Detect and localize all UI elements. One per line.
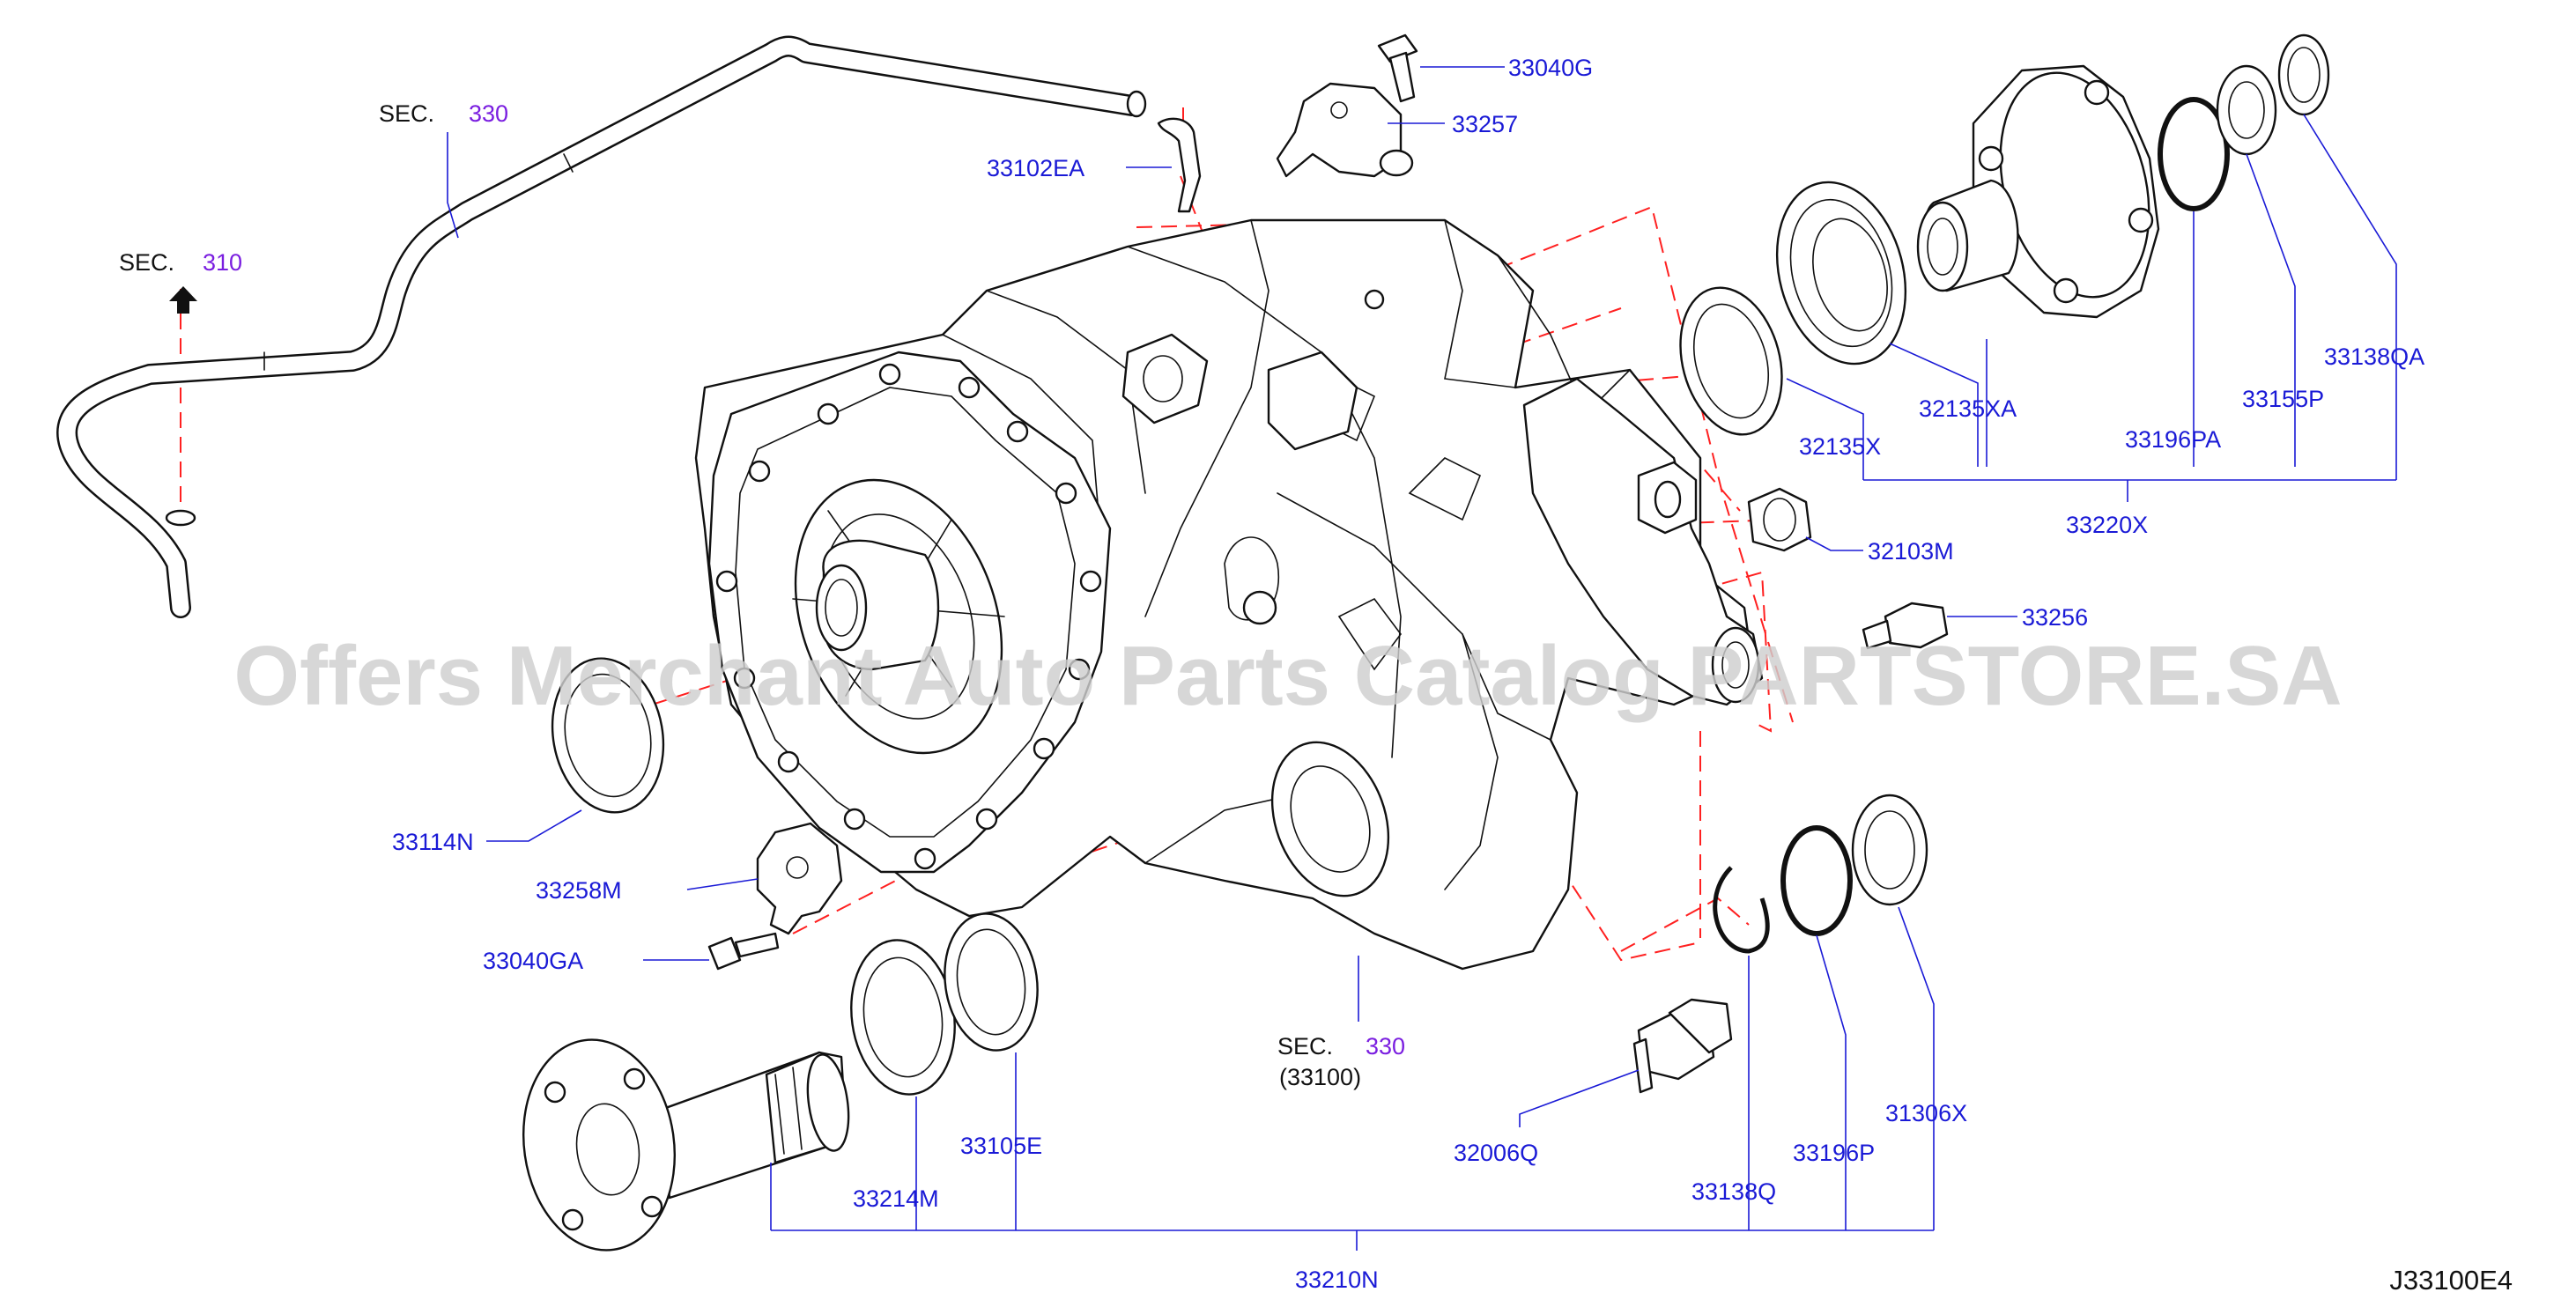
part-label-33214M[interactable]: 33214M — [853, 1185, 939, 1212]
sensor-bracket-side — [756, 822, 843, 935]
part-label-33105E[interactable]: 33105E — [960, 1133, 1042, 1159]
plug — [1747, 487, 1812, 552]
part-leader-lines — [447, 66, 2397, 1251]
part-label-33114N[interactable]: 33114N — [392, 829, 474, 855]
watermark: Offers Merchant Auto Parts Catalog PARTS… — [233, 629, 2342, 723]
diagram-code: J33100E4 — [2389, 1265, 2513, 1296]
section-number: 330 — [1366, 1033, 1405, 1060]
front-oil-seal — [551, 657, 665, 814]
section-prefix: SEC. — [379, 100, 434, 127]
part-label-31306X[interactable]: 31306X — [1885, 1100, 1967, 1126]
section-ref-310[interactable]: SEC. 310 — [119, 249, 242, 314]
section-subref: (33100) — [1279, 1064, 1361, 1090]
part-label-33196P[interactable]: 33196P — [1793, 1140, 1875, 1166]
switch-connector — [1632, 998, 1733, 1094]
sensor-bracket-top — [1276, 82, 1414, 178]
snap-ring-rear — [2277, 33, 2330, 116]
bolt-top — [1377, 33, 1418, 103]
part-label-33256[interactable]: 33256 — [2022, 604, 2088, 631]
front-seal — [944, 912, 1039, 1052]
part-label-33155P[interactable]: 33155P — [2242, 386, 2324, 412]
part-label-32135X[interactable]: 32135X — [1799, 433, 1881, 460]
front-flange — [522, 1038, 850, 1252]
snap-ring-front — [1713, 866, 1770, 954]
rear-bearing — [1775, 181, 1907, 366]
part-label-33196PA[interactable]: 33196PA — [2125, 426, 2221, 453]
front-bearing-right — [1851, 794, 1928, 906]
section-ref-330-bottom[interactable]: SEC. 330 (33100) — [1277, 1033, 1405, 1090]
rear-seal — [1679, 286, 1783, 436]
bolt-side — [707, 932, 780, 971]
part-label-33040G[interactable]: 33040G — [1508, 55, 1593, 81]
section-prefix: SEC. — [1277, 1033, 1333, 1060]
section-number: 310 — [203, 249, 242, 276]
section-number: 330 — [469, 100, 508, 127]
breather-tube — [56, 35, 1202, 618]
section-ref-330-top[interactable]: SEC. 330 — [379, 100, 508, 127]
part-label-32006Q[interactable]: 32006Q — [1454, 1140, 1538, 1166]
part-labels: 33040G 33257 33102EA 32135XA 32135X 3319… — [392, 55, 2424, 1293]
part-label-33138Q[interactable]: 33138Q — [1691, 1178, 1776, 1205]
temperature-sensor — [1862, 602, 1949, 650]
part-label-33258M[interactable]: 33258M — [536, 877, 622, 904]
housing-bolt-holes — [715, 363, 1102, 870]
o-ring-front — [1780, 825, 1853, 936]
section-prefix: SEC. — [119, 249, 174, 276]
rear-flange — [1916, 64, 2160, 319]
up-arrow-icon — [169, 286, 197, 314]
part-label-33138QA[interactable]: 33138QA — [2324, 343, 2424, 370]
washer-rear — [2216, 64, 2277, 156]
o-ring-rear — [2158, 97, 2230, 211]
part-label-33102EA[interactable]: 33102EA — [987, 155, 1084, 181]
part-label-33220X[interactable]: 33220X — [2066, 512, 2148, 538]
part-label-33040GA[interactable]: 33040GA — [483, 948, 583, 974]
part-label-33210N[interactable]: 33210N — [1295, 1266, 1379, 1293]
part-label-32103M[interactable]: 32103M — [1868, 538, 1954, 565]
part-label-32135XA[interactable]: 32135XA — [1919, 395, 2017, 422]
part-label-33257[interactable]: 33257 — [1452, 111, 1518, 137]
transfer-case-housing — [694, 218, 1764, 971]
